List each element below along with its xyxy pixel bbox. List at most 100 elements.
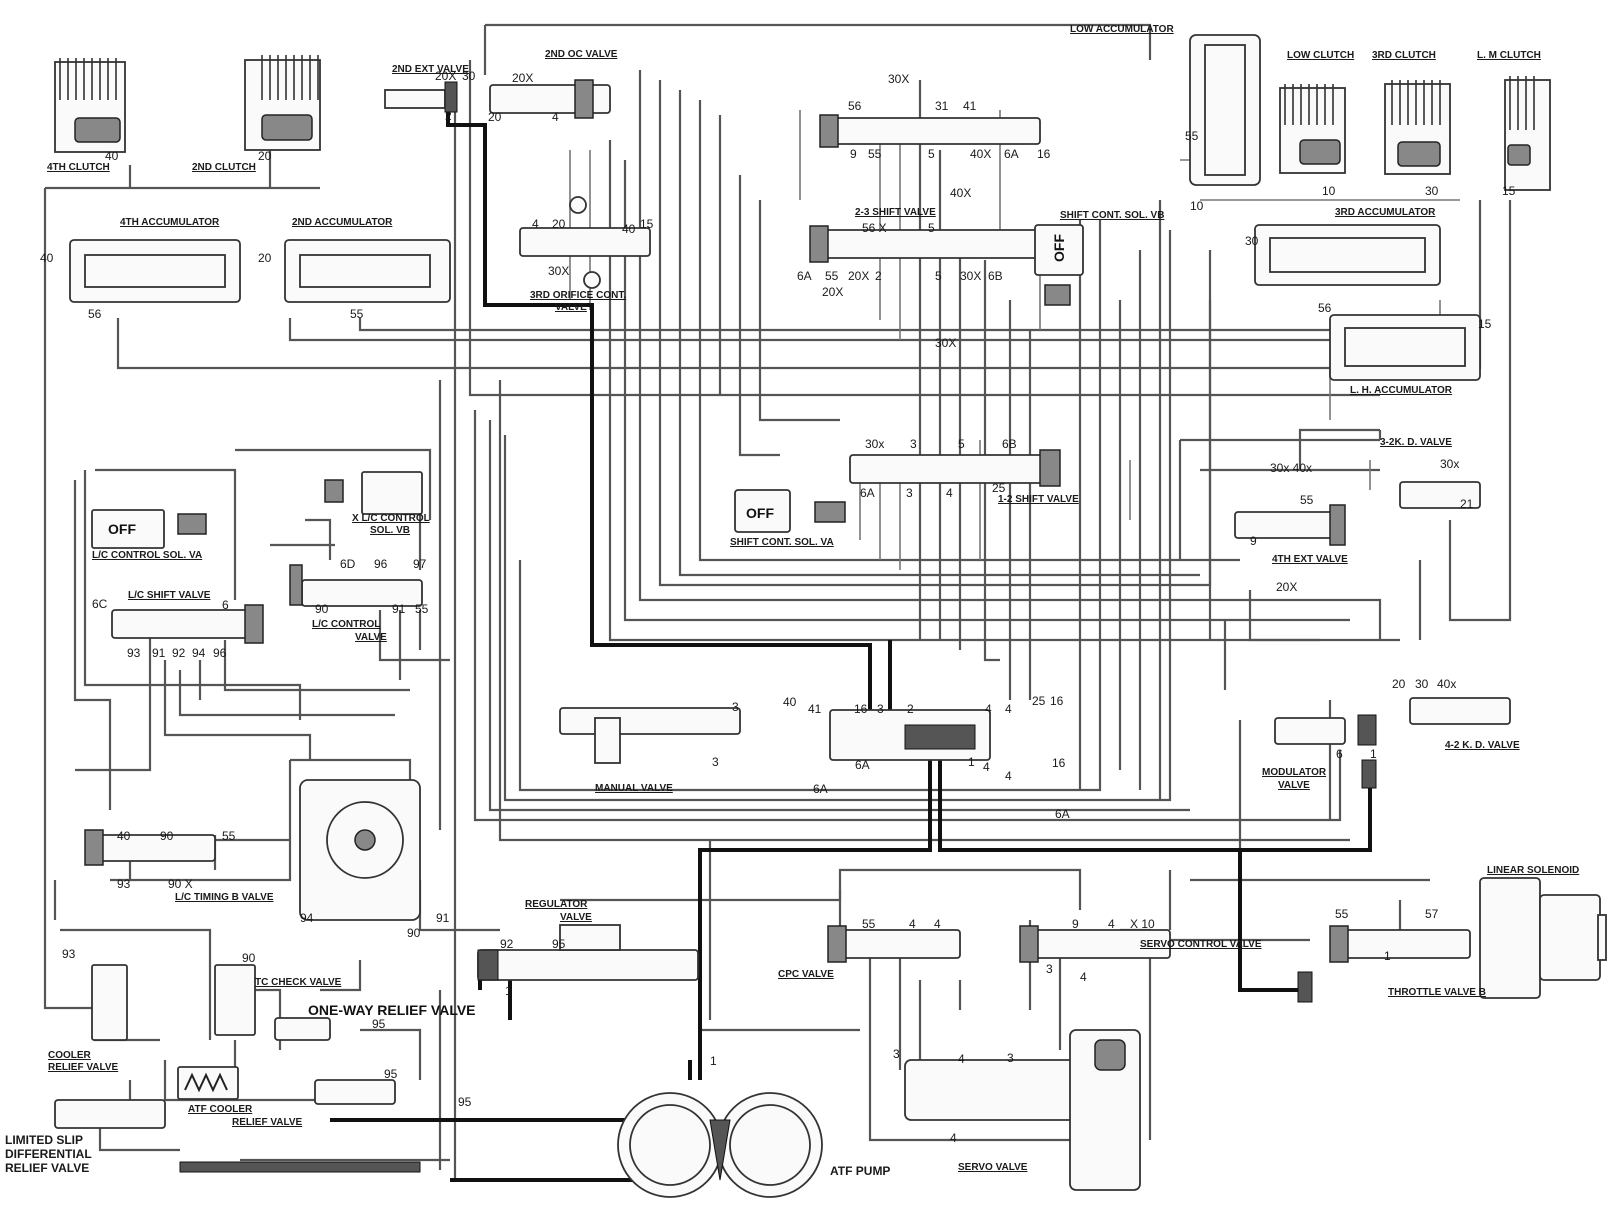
port-label-p3h: 3 [1007,1051,1014,1065]
cpc-valve [827,925,961,963]
port-label-p41b: 41 [808,702,822,716]
port-label-p6a: 6 [222,598,229,612]
port-label-p20a: 20 [258,149,272,163]
accumulator-2nd [284,239,451,303]
port-label-p4m: 4 [950,1131,957,1145]
label-accumulator-4th: 4TH ACCUMULATOR [120,217,220,228]
port-label-p1e: 1 [710,1054,717,1068]
lc-control-sol-va [91,509,207,549]
label-orifice-cont-a: 3RD ORIFICE CONT. [530,290,626,301]
port-label-p95c: 95 [384,1067,398,1081]
port-label-p2a: 2 [445,109,452,123]
port-label-p6Ab: 6A [797,269,812,283]
port-label-p4b: 4 [532,217,539,231]
port-label-p3e: 3 [712,755,719,769]
lc-timing-b-valve [84,829,216,866]
label-servo-valve: SERVO VALVE [958,1162,1028,1173]
port-label-p15c: 15 [1478,317,1492,331]
label-manual-valve: MANUAL VALVE [595,783,673,794]
port-label-p3a: 3 [910,437,917,451]
port-label-p40b: 40 [40,251,54,265]
port-label-p10a: 10 [1322,184,1336,198]
port-label-p30xe: 30x [865,437,884,451]
port-label-p56a: 56 [88,307,102,321]
clutch-4th [54,58,126,153]
port-label-p15a: 15 [1502,184,1516,198]
port-label-p4k: 4 [1080,970,1087,984]
port-label-p56b: 56 [848,99,862,113]
orifice-cont-3rd-valve [519,196,651,289]
regulator-valve [477,924,699,981]
port-label-p6b: 6 [1336,747,1343,761]
ext-valve-2nd [384,81,458,113]
port-label-p1c: 1 [505,984,512,998]
port-label-p6Bb: 6B [988,269,1003,283]
torque-converter [299,779,421,921]
accumulator-lh [1329,314,1481,381]
accumulator-4th [69,239,241,303]
port-label-p20xc: 20X [822,285,843,299]
port-label-p40d: 40 [783,695,797,709]
port-label-p4g: 4 [1005,769,1012,783]
label-cooler-relief-b: RELIEF VALVE [48,1062,119,1073]
port-label-p20x2: 20X [512,71,533,85]
label-lh-accumulator: L. H. ACCUMULATOR [1350,385,1453,396]
label-shift-valve-12: 1-2 SHIFT VALVE [998,494,1079,505]
lsd-relief-valve [54,1099,166,1129]
label-kd-valve-42: 4-2 K. D. VALVE [1445,740,1520,751]
port-label-p90c: 90 X [168,877,193,891]
port-label-p95a: 95 [552,937,566,951]
port-label-p97: 97 [413,557,427,571]
port-label-p55b: 55 [868,147,882,161]
port-label-p40xc: 40x [1437,677,1456,691]
port-label-p5c: 5 [935,269,942,283]
port-label-p15b: 15 [640,217,654,231]
port-label-p6Ad: 6A [855,758,870,772]
port-label-p5b: 5 [928,221,935,235]
label-linear-solenoid: LINEAR SOLENOID [1487,865,1579,876]
port-label-p55c: 55 [1185,129,1199,143]
port-label-p90e: 90 [242,951,256,965]
port-label-p93a: 93 [127,646,141,660]
port-label-p3g: 3 [893,1047,900,1061]
valve-30x-56-31 [819,114,1041,148]
port-label-p16c: 16 [1050,694,1064,708]
port-label-p4l: 4 [958,1052,965,1066]
port-label-p55e: 55 [1300,493,1314,507]
port-label-p91b: 91 [152,646,166,660]
shift-valve-12 [849,449,1061,487]
port-label-p93b: 93 [117,877,131,891]
port-label-p25a: 25 [992,481,1006,495]
port-label-p10c: X 10 [1130,917,1155,931]
lc-shift-valve [111,604,264,644]
port-label-p91c: 91 [436,911,450,925]
port-label-p30xb: 30X [548,264,569,278]
port-label-p90d: 90 [407,926,421,940]
label-lc-control-sol-vb-b: SOL. VB [370,525,410,536]
label-atf-cooler: ATF COOLER [188,1104,253,1115]
cooler-relief-valve [91,964,128,1041]
port-label-p4i: 4 [934,917,941,931]
port-label-p56d: 56 [1318,301,1332,315]
tc-check-valve [214,964,256,1036]
port-label-p95b: 95 [372,1017,386,1031]
atf-pump [617,1092,823,1198]
port-label-p9b: 9 [1250,534,1257,548]
label-ext-valve-4th: 4TH EXT VALVE [1272,554,1348,565]
modulator-valve [1274,714,1377,789]
port-label-p16d: 16 [1052,756,1066,770]
port-label-p9c: 9 [1072,917,1079,931]
label-lc-timing-b-valve: L/C TIMING B VALVE [175,892,274,903]
shift-valve-23 [809,225,1041,263]
port-label-p55g: 55 [222,829,236,843]
port-label-p96a: 96 [374,557,388,571]
servo-valve [904,1029,1141,1191]
kd-valve-32 [1399,481,1481,509]
clutch-2nd [244,55,321,151]
label-regulator-valve-a: REGULATOR [525,899,588,910]
port-label-p20d: 20 [1392,677,1406,691]
port-label-p4a: 4 [552,110,559,124]
port-label-p56c: 56 X [862,221,887,235]
label-throttle-valve-b: THROTTLE VALVE B [1388,987,1486,998]
